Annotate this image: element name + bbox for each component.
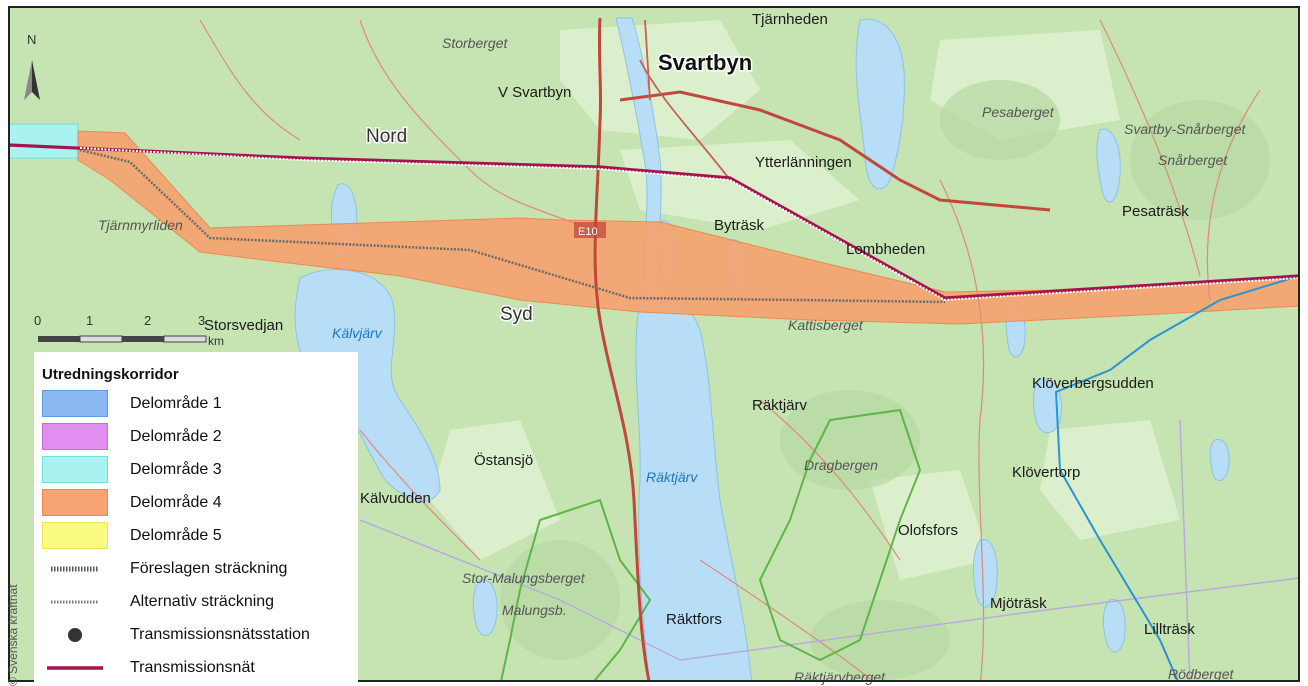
legend-symbol-alternative [42,588,108,615]
proposed-route-line [79,147,1299,302]
secondary-roads [639,19,731,181]
lake-sw [472,579,498,636]
legend-swatch-5 [42,522,108,549]
legend-symbol-station [42,621,108,648]
legend-item-7: Alternativ sträckning [42,585,358,618]
place-label-stormal: Stor-Malungsberget [462,570,586,586]
place-label-snarberget: Snårberget [1158,152,1228,168]
place-label-raktjarv1: Räktjärv [752,397,808,414]
copyright-text: © Svenska kraftnät [6,584,20,686]
road-e10 [593,17,651,681]
legend-symbol-proposed [42,555,108,582]
lake-raktjarv [635,295,752,681]
legend-label: Delområde 4 [130,493,222,511]
scale-tick-2: 2 [144,313,151,328]
corridor-delomrade-3 [9,123,79,159]
legend-label: Delområde 2 [130,427,222,445]
legend-label: Transmissionsnät [130,658,255,676]
place-label-dragbergen: Dragbergen [804,457,878,473]
legend-item-1: Delområde 1 [42,387,358,420]
major-roads [593,17,1051,681]
legend-label: Delområde 1 [130,394,222,412]
place-label-syd: Syd [500,304,533,325]
legend-label: Föreslagen sträckning [130,559,288,577]
lake-pesatrask [1096,128,1121,203]
legend-item-3: Delområde 3 [42,453,358,486]
map-misc-labels: N 0 1 2 3km [27,32,224,348]
admin-boundaries [359,419,1299,681]
place-label-pesatrask: Pesaträsk [1122,203,1189,220]
legend-label: Delområde 3 [130,460,222,478]
legend-symbol-grid [42,654,108,681]
scale-unit: km [208,334,224,348]
scale-bar [38,335,207,343]
legend-swatch-1 [42,390,108,417]
legend-swatch-4 [42,489,108,516]
place-label-vsvartbyn: V Svartbyn [498,84,571,101]
legend-item-4: Delområde 4 [42,486,358,519]
scale-tick-1: 1 [86,313,93,328]
legend-item-9: Transmissionsnät [42,651,358,684]
place-label-kalvjarv: Kälvjärv [332,325,383,341]
place-label-ytterlanningen: Ytterlänningen [755,154,852,171]
place-label-e10: E10 [578,226,598,238]
lake-ne-small [1209,438,1230,481]
legend-swatch-2 [42,423,108,450]
place-label-kattisberget: Kattisberget [788,317,864,333]
scale-tick-0: 0 [34,313,41,328]
place-label-ostansjo: Östansjö [474,451,533,469]
legend-list: Delområde 1 Delområde 2 Delområde 3 Delområ… [42,387,358,684]
lake-lilltrask [1102,599,1126,653]
north-arrow [24,60,40,100]
place-label-rodberget: Rödberget [1168,666,1234,682]
road-shield-e10 [574,222,606,238]
place-label-lombheden: Lombheden [846,241,925,258]
minor-roads [199,19,1261,681]
place-label-raktjarv2: Räktjärv [646,469,698,485]
open-land-areas [430,20,1180,580]
place-label-storberget: Storberget [442,35,508,51]
scale-tick-3: 3 [198,313,205,328]
legend-item-8: Transmissionsnätsstation [42,618,358,651]
place-label-lilltrask: Lillträsk [1144,621,1195,638]
legend-label: Alternativ sträckning [130,592,275,610]
place-label-mjotrask: Mjöträsk [990,595,1047,612]
place-label-raktjarvberget: Räktjärvberget [794,669,886,685]
north-label: N [27,32,36,47]
blue-line [1054,275,1299,681]
place-label-kloverbergsudden: Klöverbergsudden [1032,375,1154,392]
place-label-klovertorp: Klövertorp [1012,464,1080,481]
place-label-svartbyn: Svartbyn [658,50,752,75]
legend-title: Utredningskorridor [42,366,179,383]
transmission-grid-line [9,143,1299,300]
legend-item-5: Delområde 5 [42,519,358,552]
place-label-nord: Nord [366,126,407,147]
lake-klover [1032,379,1063,434]
place-label-bytrask: Byträsk [714,217,765,234]
place-label-olofsfors: Olofsfors [898,522,958,539]
place-label-malungsb: Malungsb. [502,602,567,618]
legend-item-6: Föreslagen sträckning [42,552,358,585]
place-label-raktfors: Räktfors [666,611,722,628]
legend-item-2: Delområde 2 [42,420,358,453]
place-label-kalvudden: Kälvudden [360,490,431,507]
place-label-svartbysnar: Svartby-Snårberget [1124,121,1247,137]
protected-areas [500,408,922,681]
place-label-tjarnmyr: Tjärnmyrliden [98,217,183,233]
water-bodies [294,17,1230,681]
road-svartbyn-east [619,90,1051,212]
lake-tjarnheden [855,18,905,190]
legend-swatch-3 [42,456,108,483]
place-label-tjarnheden: Tjärnheden [752,11,828,28]
legend-label: Delområde 5 [130,526,222,544]
place-label-pesaberget: Pesaberget [982,104,1055,120]
place-label-storsvedjan: Storsvedjan [204,317,283,334]
legend-label: Transmissionsnätsstation [130,625,310,643]
corridor-delomrade-4 [77,130,1299,325]
lake-mjotrask [972,539,998,608]
